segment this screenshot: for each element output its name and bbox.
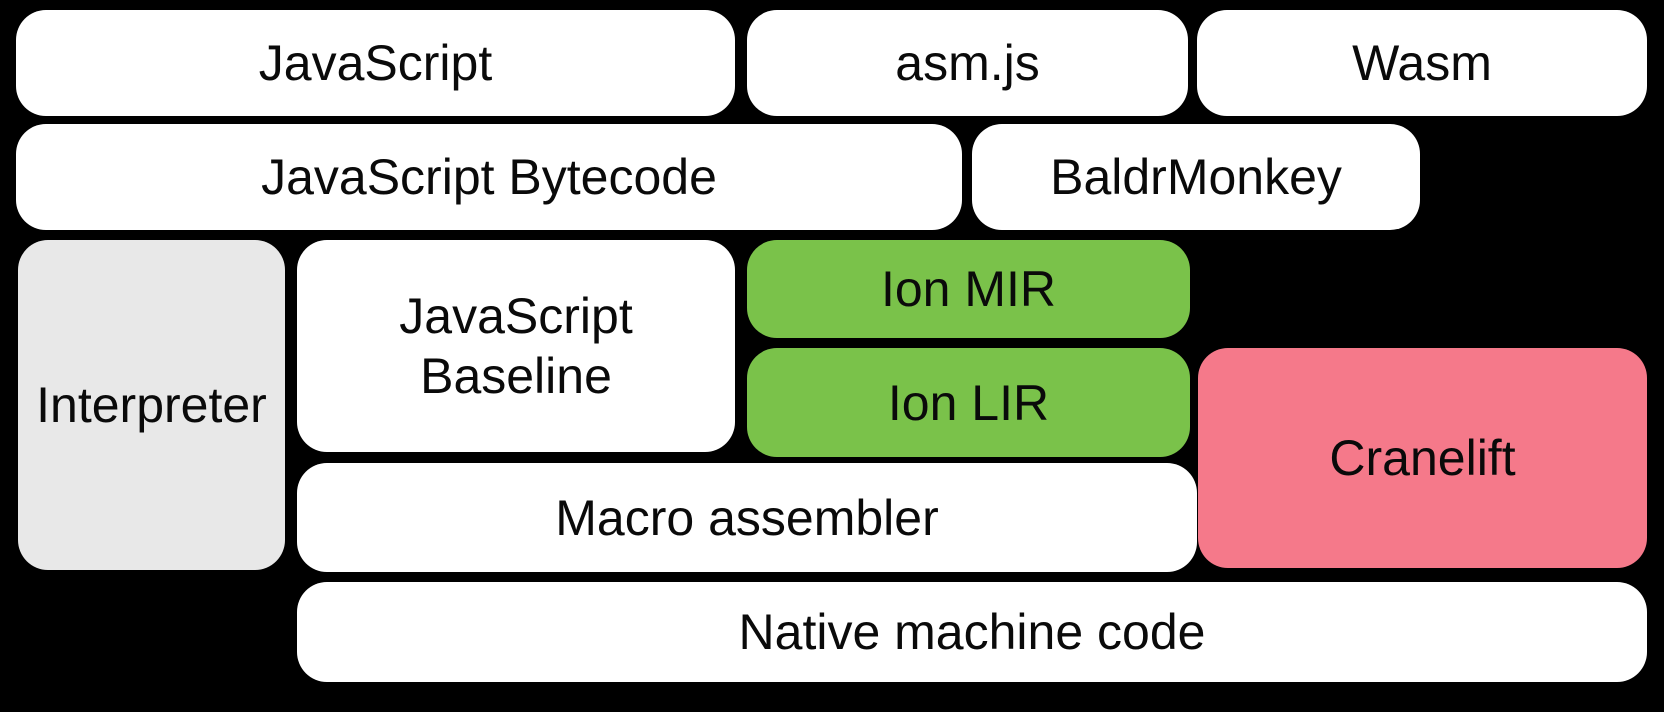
box-interpreter: Interpreter xyxy=(18,240,285,570)
box-baldrmonkey: BaldrMonkey xyxy=(972,124,1420,230)
box-native-machine-code: Native machine code xyxy=(297,582,1647,682)
box-ion-lir: Ion LIR xyxy=(747,348,1190,457)
box-javascript-bytecode: JavaScript Bytecode xyxy=(16,124,962,230)
box-ion-mir: Ion MIR xyxy=(747,240,1190,338)
box-javascript: JavaScript xyxy=(16,10,735,116)
box-wasm: Wasm xyxy=(1197,10,1647,116)
box-macro-assembler: Macro assembler xyxy=(297,463,1197,572)
box-javascript-baseline: JavaScript Baseline xyxy=(297,240,735,452)
box-cranelift: Cranelift xyxy=(1198,348,1647,568)
box-asmjs: asm.js xyxy=(747,10,1188,116)
